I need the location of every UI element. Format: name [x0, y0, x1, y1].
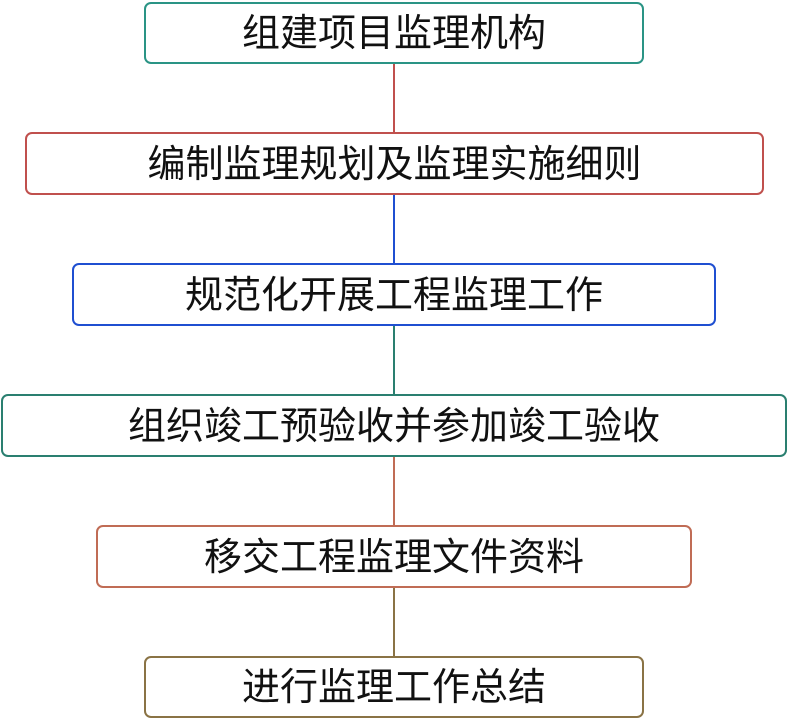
step-1-box: 组建项目监理机构 — [144, 2, 644, 64]
step-6-label: 进行监理工作总结 — [241, 665, 546, 709]
step-4-label: 组织竣工预验收并参加竣工验收 — [127, 403, 660, 448]
step-4-box: 组织竣工预验收并参加竣工验收 — [1, 394, 787, 457]
step-5-label: 移交工程监理文件资料 — [203, 534, 584, 579]
step-3-box: 规范化开展工程监理工作 — [72, 263, 716, 326]
connector-5 — [393, 587, 395, 657]
step-1-label: 组建项目监理机构 — [241, 11, 546, 55]
step-2-box: 编制监理规划及监理实施细则 — [25, 132, 764, 195]
step-6-box: 进行监理工作总结 — [144, 656, 644, 718]
connector-2 — [393, 194, 395, 263]
step-3-label: 规范化开展工程监理工作 — [184, 272, 603, 317]
connector-4 — [393, 456, 395, 525]
connector-3 — [393, 325, 395, 395]
connector-1 — [393, 63, 395, 132]
step-2-label: 编制监理规划及监理实施细则 — [147, 141, 642, 186]
step-5-box: 移交工程监理文件资料 — [96, 525, 692, 588]
